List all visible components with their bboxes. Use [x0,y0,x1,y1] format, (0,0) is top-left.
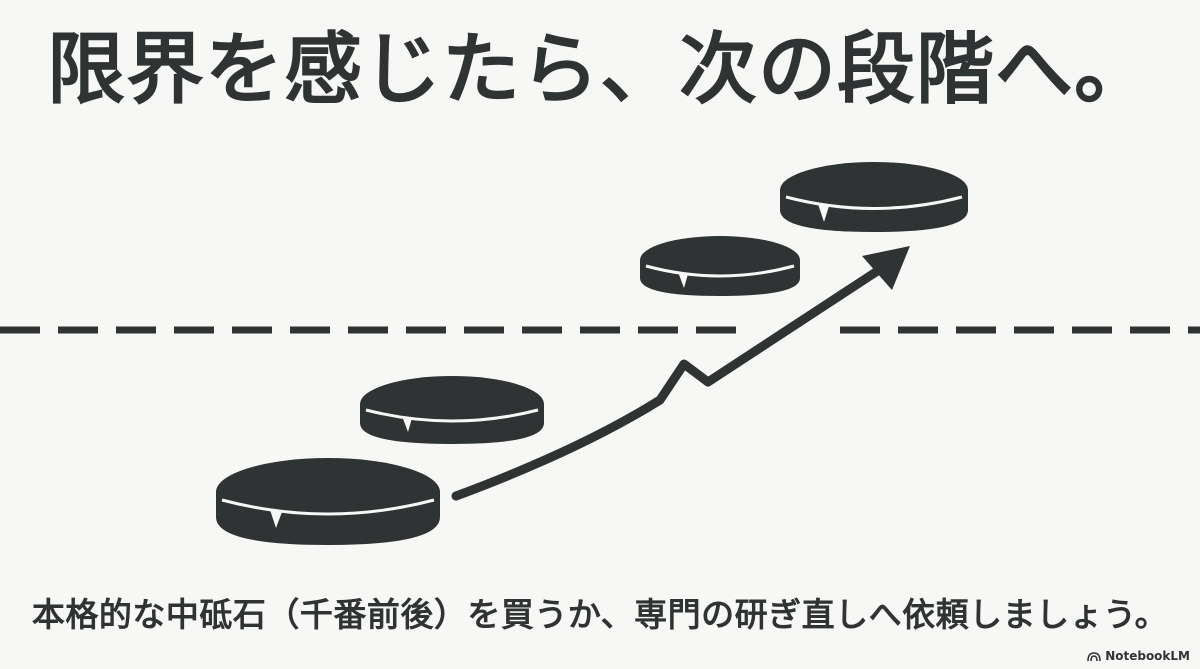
rising-arrow-icon [451,246,910,501]
whetstone-1 [216,458,440,545]
whetstone-2 [360,376,544,444]
slide-title: 限界を感じたら、次の段階へ。 [46,25,1153,115]
watermark-label: NotebookLM [1105,649,1190,663]
slide-caption: 本格的な中砥石（千番前後）を買うか、専門の研ぎ直しへ依頼しましょう。 [31,595,1169,634]
whetstone-4 [780,162,968,232]
watermark: NotebookLM [1087,649,1190,663]
notebooklm-logo-icon [1087,651,1101,661]
whetstone-3 [640,236,800,296]
